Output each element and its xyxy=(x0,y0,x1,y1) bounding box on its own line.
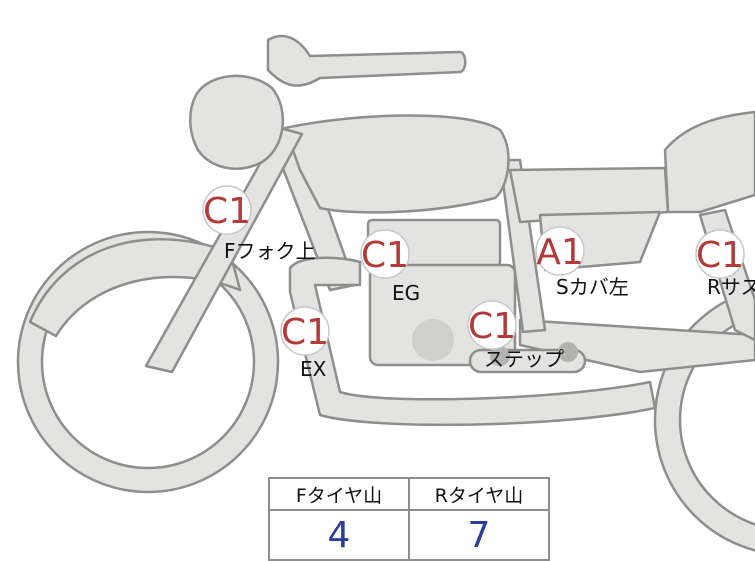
fuel-tank xyxy=(283,114,510,214)
front-tire-tread-value: 4 xyxy=(268,509,410,561)
marker-footrest: C1 ステップ xyxy=(467,300,564,371)
swingarm xyxy=(518,318,755,374)
front-tire-header: Fタイヤ山 xyxy=(268,477,410,511)
part-label: EX xyxy=(300,357,327,381)
grade-value: C1 xyxy=(203,191,251,232)
grade-value: A1 xyxy=(536,232,584,273)
marker-engine: C1 EG xyxy=(360,229,420,305)
headlight xyxy=(189,74,285,170)
rear-tail xyxy=(663,110,755,214)
handlebar xyxy=(266,34,467,87)
exhaust-pipe xyxy=(288,256,657,427)
part-label: Rサス xyxy=(707,275,755,299)
part-label: ステップ xyxy=(484,347,564,371)
tire-tread-table: Fタイヤ山 Rタイヤ山 4 7 xyxy=(268,477,550,561)
marker-front-fork-upper: C1 Fフォク上 xyxy=(202,185,316,263)
marker-rear-suspension: C1 Rサス xyxy=(695,229,755,299)
rear-tire-tread-value: 7 xyxy=(408,509,550,561)
part-label: Fフォク上 xyxy=(224,239,316,263)
grade-value: C1 xyxy=(468,306,516,347)
tire-table-value-row: 4 7 xyxy=(268,509,550,561)
grade-value: C1 xyxy=(696,235,744,276)
grade-value: C1 xyxy=(281,312,329,353)
rear-tire-header: Rタイヤ山 xyxy=(408,477,550,511)
footrest xyxy=(468,342,587,374)
marker-side-cover-left: A1 Sカバ左 xyxy=(535,226,629,299)
marker-exhaust: C1 EX xyxy=(280,306,330,381)
front-fork xyxy=(144,126,304,374)
part-label: EG xyxy=(392,281,420,305)
tire-table-header-row: Fタイヤ山 Rタイヤ山 xyxy=(268,477,550,511)
part-label: Sカバ左 xyxy=(556,275,629,299)
grade-value: C1 xyxy=(361,235,409,276)
